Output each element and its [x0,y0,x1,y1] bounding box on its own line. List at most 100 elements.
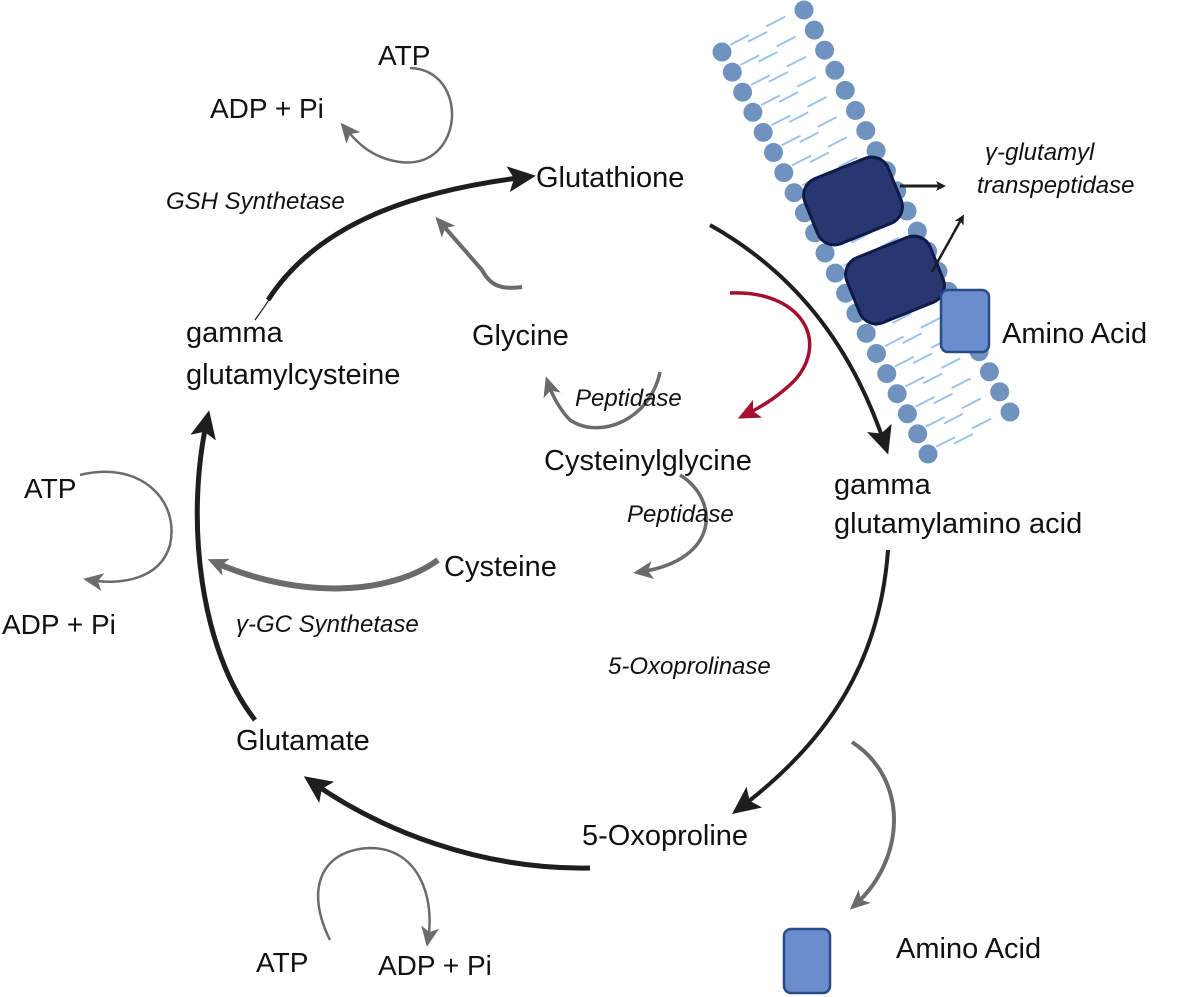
lipid-head [918,444,938,464]
lipid-tail [925,416,946,428]
lipid-tail [740,54,760,66]
lipid-tail [912,352,933,365]
lipid-head [908,424,928,444]
lipid-tail [770,114,791,127]
lipid-head [990,382,1010,402]
lipid-head [764,143,783,162]
lipid-tail [747,31,768,43]
lipid-tail [807,96,827,108]
lipid-tail [953,433,974,445]
arrow-oxoproline-to-glutamate [303,776,591,871]
lipid-tail [809,151,830,164]
lipid-tail [799,131,820,143]
label-gsh-synthetase: GSH Synthetase [166,188,345,215]
lipid-head [856,121,876,141]
label-amino-acid-bottom: Amino Acid [896,933,1041,965]
lipid-head [897,404,917,424]
lipid-tail [796,76,817,88]
lipid-tail [943,412,964,425]
ggt-enzyme-upper [802,155,904,247]
label-peptidase-1: Peptidase [575,385,682,412]
lipid-head [722,62,742,82]
lipid-head [815,243,835,263]
label-glutamate: Glutamate [236,725,370,757]
lipid-tail [827,136,848,148]
lipid-head [784,183,804,203]
lipid-head [866,141,886,161]
label-gc-synthetase: γ-GC Synthetase [236,611,419,638]
lipid-tail [920,317,941,329]
lipid-head [1000,402,1020,422]
lipid-tail [786,55,807,68]
lipid-tail [837,156,858,168]
label-cysteine: Cysteine [444,551,557,583]
label-left-adp: ADP + Pi [2,609,116,640]
arrow-glutathione-to-ggaa [709,223,892,455]
lipid-tail [817,116,838,128]
atp-loop-bottom [316,846,440,947]
label-5-oxoprolinase: 5-Oxoprolinase [608,653,771,680]
lipid-head [825,60,845,80]
lipid-head [867,344,886,363]
label-bottom-adp: ADP + Pi [378,950,492,981]
arrow-glycine-to-gsh [435,216,523,290]
lipid-tail [776,35,796,48]
lipid-tail [915,396,935,408]
lipid-head [774,163,794,183]
lipid-tail [902,332,923,344]
amino-acid-membrane-box [939,288,991,354]
lipid-tail [791,154,812,167]
label-top-adp: ADP + Pi [210,93,324,124]
arrow-cysteine-to-gglucys [207,557,440,592]
label-glycine: Glycine [472,320,569,352]
lipid-head [979,362,999,382]
lipid-head [753,122,773,142]
lipid-head [887,384,907,404]
label-glutathione: Glutathione [536,162,684,194]
lipid-tail [788,111,809,123]
lipid-tail [891,312,912,324]
label-gamma-glutamylcysteine-1: gamma [186,317,284,349]
label-amino-acid-membrane: Amino Acid [1002,318,1147,350]
lipid-tail [933,392,953,405]
lipid-tail [729,34,750,46]
label-cysteinylglycine: Cysteinylglycine [544,445,752,477]
label-bottom-atp: ATP [256,947,308,978]
arrow-red-gsh-to-cysgly [729,291,812,419]
lipid-tail [765,15,786,28]
lipid-head [825,263,845,283]
lipid-head [712,42,732,62]
label-5-oxoproline: 5-Oxoproline [582,820,748,852]
lipid-tail [940,357,961,369]
lipid-head [877,364,897,384]
lipid-head [815,40,835,60]
label-gamma-glutamylamino-2: glutamylamino acid [834,508,1082,540]
arrow-cysgly-to-glycine [543,371,662,430]
lipid-tail [760,94,781,106]
label-top-atp: ATP [378,40,430,71]
lipid-tail [778,91,799,103]
label-ggt-1: γ-glutamyl [985,139,1095,166]
label-gamma-glutamylcysteine-2: glutamylcysteine [186,359,400,391]
lipid-tail [922,372,943,385]
arrow-gglucys-to-glutathione [265,166,536,302]
lipid-tail [935,436,956,448]
lipid-head [743,102,763,122]
amino-acid-bottom-box [782,927,832,995]
lipid-tail [750,74,771,86]
lipid-tail [971,417,992,430]
lipid-tail [951,377,971,390]
lipid-tail [894,355,915,368]
lipid-tail [781,134,802,147]
arrow-cysgly-to-cysteine [633,473,708,579]
ggt-pointer-arrow-2 [930,214,964,273]
lipid-head [856,323,876,343]
label-ggt-2: transpeptidase [977,172,1134,199]
lipid-head [835,80,855,100]
label-gamma-glutamylamino-1: gamma [834,469,932,501]
atp-loop-top [340,66,454,164]
lipid-tail [961,397,982,410]
lipid-head [804,20,824,40]
